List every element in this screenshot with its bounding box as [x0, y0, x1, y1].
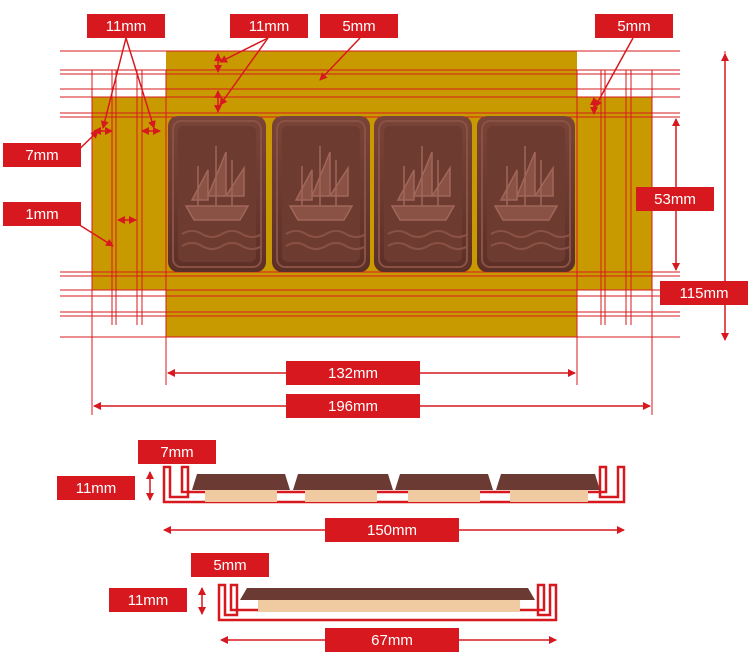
- tablet-3: [374, 116, 472, 272]
- dim-top-11mm-a: 11mm: [87, 14, 165, 38]
- dim-top-5mm-b: 5mm: [595, 14, 673, 38]
- dim-left-7mm: 7mm: [3, 143, 81, 167]
- dim-top-11mm-b: 11mm: [230, 14, 308, 38]
- ship-icon: [184, 146, 250, 221]
- tablet-sections-long: [192, 474, 600, 502]
- dim-short-wall: 5mm: [191, 553, 269, 577]
- ship-icon: [288, 146, 354, 221]
- dim-top-5mm-a: 5mm: [320, 14, 398, 38]
- dim-left-1mm: 1mm: [3, 202, 81, 226]
- dim-short-width: 67mm: [325, 628, 459, 652]
- tablet-4: [477, 116, 575, 272]
- dim-bottom-132mm: 132mm: [286, 361, 420, 385]
- dim-right-115mm: 115mm: [660, 281, 748, 305]
- tray-profile-short: [217, 583, 558, 622]
- tablet-2: [272, 116, 370, 272]
- reference-lines-v: [91, 51, 726, 415]
- dim-long-wall: 7mm: [138, 440, 216, 464]
- tablet-section-short: [240, 588, 535, 600]
- tablet-1: [168, 116, 266, 272]
- dim-right-53mm: 53mm: [636, 187, 714, 211]
- ship-icon: [390, 146, 456, 221]
- dim-long-height: 11mm: [57, 476, 135, 500]
- tray-profile-long: [162, 465, 626, 504]
- dim-long-width: 150mm: [325, 518, 459, 542]
- dim-short-height: 11mm: [109, 588, 187, 612]
- ship-icon: [493, 146, 559, 221]
- section-short: [198, 583, 558, 644]
- top-view: [60, 37, 729, 415]
- dim-bottom-196mm: 196mm: [286, 394, 420, 418]
